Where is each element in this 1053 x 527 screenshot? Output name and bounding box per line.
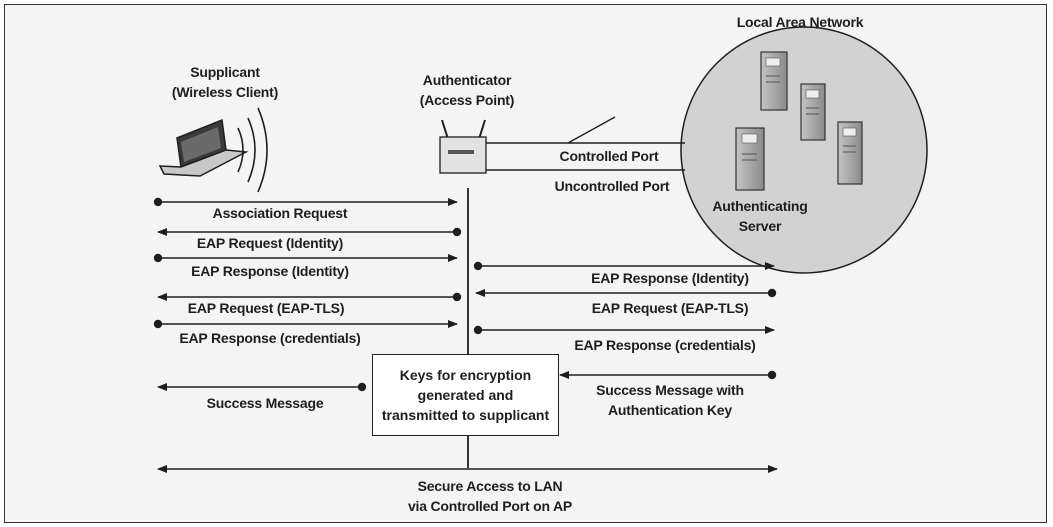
laptop-icon (158, 118, 249, 177)
server-icon (837, 121, 863, 185)
msg-success-message: Success Message (206, 395, 324, 411)
wireless-signal-icon (237, 107, 268, 193)
auth-server-label: Authenticating Server (712, 198, 808, 234)
arrow-eap-request-identity (157, 227, 462, 237)
server-icon (760, 51, 788, 111)
server-icon (735, 127, 765, 191)
arrow-eap-response-credentials-server (473, 325, 775, 335)
msg-eap-response-identity-server: EAP Response (Identity) (591, 270, 749, 286)
arrow-success-message (157, 382, 367, 392)
arrow-eap-response-credentials (153, 319, 458, 329)
keys-generated-box: Keys for encryption generated and transm… (372, 354, 559, 436)
msg-eap-response-credentials-server: EAP Response (credentials) (574, 337, 756, 353)
access-point-icon (439, 119, 487, 174)
arrow-eap-request-tls-server (475, 288, 777, 298)
msg-eap-request-identity: EAP Request (Identity) (196, 235, 344, 251)
msg-eap-request-tls-server: EAP Request (EAP-TLS) (591, 300, 749, 316)
arrow-success-message-auth-key (559, 370, 777, 380)
controlled-port-label: Controlled Port (559, 148, 659, 164)
arrow-eap-request-tls (157, 292, 462, 302)
arrow-eap-response-identity (153, 253, 458, 263)
keys-generated-text: Keys for encryption generated and transm… (381, 367, 550, 423)
arrow-association-request (153, 197, 458, 207)
msg-eap-response-credentials: EAP Response (credentials) (179, 330, 361, 346)
msg-eap-response-identity: EAP Response (Identity) (191, 263, 349, 279)
server-icon (800, 83, 826, 141)
arrow-eap-response-identity-server (473, 261, 775, 271)
msg-success-auth-key: Success Message with Authentication Key (596, 382, 744, 418)
lan-label: Local Area Network (736, 14, 864, 30)
msg-eap-request-tls: EAP Request (EAP-TLS) (187, 300, 345, 316)
authenticator-label: Authenticator (Access Point) (419, 72, 515, 108)
msg-association-request: Association Request (212, 205, 348, 221)
uncontrolled-port-label: Uncontrolled Port (554, 178, 670, 194)
supplicant-label: Supplicant (Wireless Client) (171, 64, 279, 100)
lan-circle (680, 26, 928, 274)
controlled-port-lines (486, 116, 685, 171)
secure-access-label: Secure Access to LAN via Controlled Port… (407, 478, 573, 514)
